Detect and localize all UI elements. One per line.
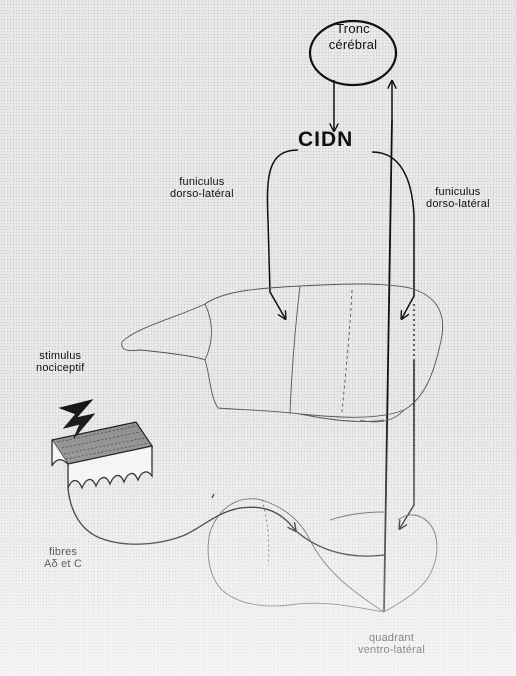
stimulus-line1: stimulus [36,350,84,362]
funiculus-right-dotted [400,304,414,528]
funiculus-right-lower [400,360,414,528]
fibres-line1: fibres [44,546,82,558]
funiculus-left-path [267,150,298,318]
funiculus-right-path [372,152,414,318]
medulla-outline [122,284,443,422]
fibres-line2: Aδ et C [44,558,82,570]
funiculus-left-line2: dorso-latéral [170,188,234,200]
quadrant-label: quadrant ventro-latéral [358,632,425,656]
funiculus-right-label: funiculus dorso-latéral [426,186,490,210]
funiculus-right-line2: dorso-latéral [426,198,490,210]
fibre-ascend [295,530,384,556]
afferent-fibre [68,488,295,544]
stimulus-line2: nociceptif [36,362,84,374]
fibre-tick [212,494,214,498]
fibres-label: fibres Aδ et C [44,546,82,570]
tronc-line2: cérébral [320,37,386,53]
tronc-cerebral-label: Tronc cérébral [320,21,386,53]
funiculus-right-line1: funiculus [426,186,490,198]
spinal-cord-outline [208,499,437,612]
quadrant-line2: ventro-latéral [358,644,425,656]
quadrant-line1: quadrant [358,632,425,644]
skin-block [52,422,152,488]
funiculus-left-line1: funiculus [170,176,234,188]
funiculus-left-label: funiculus dorso-latéral [170,176,234,200]
ventro-lateral-tract [384,120,392,612]
cidn-label: CIDN [298,134,353,146]
stimulus-label: stimulus nociceptif [36,350,84,374]
tronc-line1: Tronc [320,21,386,37]
